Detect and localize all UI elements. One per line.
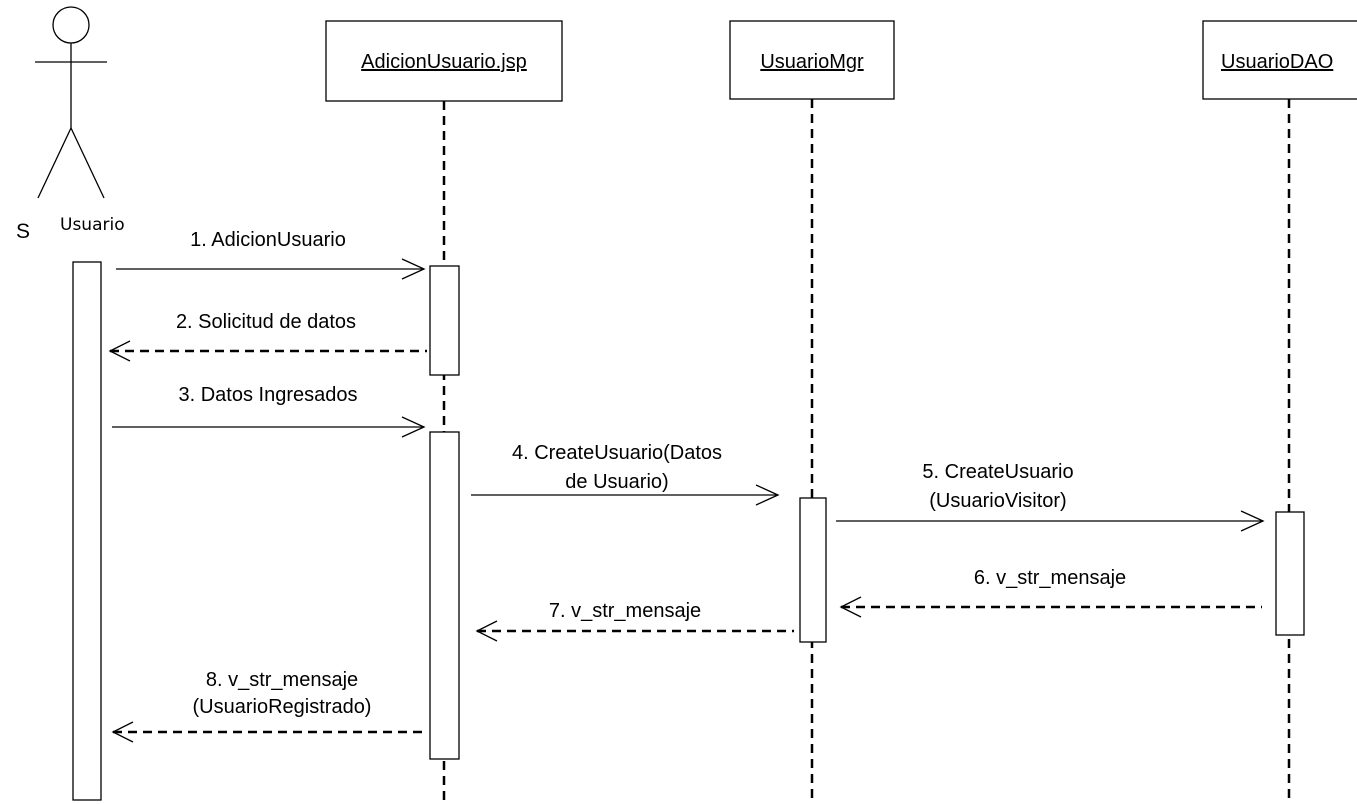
message-label: 4. CreateUsuario(Datos [512, 442, 722, 464]
message-6: 6. v_str_mensaje [839, 567, 1262, 618]
message-label: 2. Solicitud de datos [176, 311, 356, 333]
arrowhead [401, 258, 426, 280]
lifeline-title: UsuarioMgr [760, 51, 864, 73]
arrowhead [111, 721, 134, 743]
arrowhead [401, 416, 426, 438]
message-8: 8. v_str_mensaje (UsuarioRegistrado) [111, 669, 425, 743]
actor-head [52, 6, 90, 44]
activation-bar [799, 497, 827, 643]
lifeline-adicionusuario: AdicionUsuario.jsp [325, 20, 563, 804]
message-7: 7. v_str_mensaje [475, 600, 794, 642]
message-label: (UsuarioRegistrado) [193, 696, 372, 718]
activation-bar [1275, 511, 1305, 636]
arrowhead [108, 340, 131, 362]
arrowhead [755, 484, 780, 506]
arrowhead [839, 596, 862, 618]
message-label: 6. v_str_mensaje [974, 567, 1126, 589]
message-4: 4. CreateUsuario(Datos de Usuario) [471, 442, 780, 506]
arrowhead [475, 620, 498, 642]
message-2: 2. Solicitud de datos [108, 311, 427, 362]
activation-bar [429, 431, 460, 760]
lifeline-title: UsuarioDAO [1221, 51, 1333, 73]
actor-figure [35, 6, 107, 199]
message-5: 5. CreateUsuario (UsuarioVisitor) [836, 461, 1265, 532]
actor-prefix: S [16, 220, 30, 243]
lifeline-usuariomgr: UsuarioMgr [729, 20, 895, 804]
message-label: 1. AdicionUsuario [190, 229, 346, 251]
message-3: 3. Datos Ingresados [112, 384, 426, 438]
lifeline-usuariodao: UsuarioDAO [1202, 20, 1357, 804]
message-label: 7. v_str_mensaje [549, 600, 701, 622]
lifeline-box [1202, 20, 1357, 100]
lifeline-box [325, 20, 563, 102]
lifeline-title: AdicionUsuario.jsp [361, 51, 527, 73]
message-label: de Usuario) [565, 471, 668, 493]
arrowhead [1240, 510, 1265, 532]
message-1: 1. AdicionUsuario [116, 229, 426, 280]
lifeline-box [729, 20, 895, 100]
message-label: 5. CreateUsuario [922, 461, 1073, 483]
actor-right-leg [70, 127, 105, 199]
message-label: 3. Datos Ingresados [179, 384, 358, 406]
message-label: 8. v_str_mensaje [206, 669, 358, 691]
message-label: (UsuarioVisitor) [929, 490, 1066, 512]
actor-activation [72, 261, 102, 801]
actor-left-leg [37, 127, 72, 199]
actor-name: Usuario [60, 215, 125, 235]
activation-bar [429, 265, 460, 376]
